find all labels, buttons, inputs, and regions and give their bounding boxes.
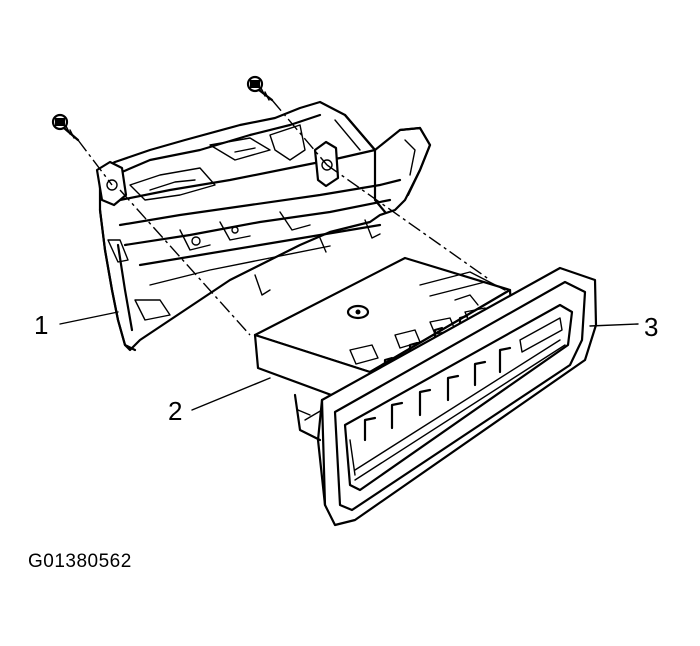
figure-id: G01380562 (28, 551, 132, 572)
leader-line-3 (589, 323, 639, 327)
part-1-mounting-bracket (95, 100, 432, 352)
part-3-faceplate (304, 266, 598, 527)
leader-line-2 (191, 377, 271, 411)
assembly-line-body-right (326, 164, 491, 281)
screw-line-right (271, 99, 328, 166)
assembly-line-body (119, 189, 251, 336)
screw-left (51, 113, 80, 142)
screw-right (246, 75, 274, 102)
leader-line-1 (59, 311, 119, 325)
callout-label-1: 1 (34, 310, 49, 340)
callout-label-2: 2 (168, 396, 183, 426)
screw-line-left (77, 139, 113, 186)
callout-label-3: 3 (644, 312, 659, 342)
